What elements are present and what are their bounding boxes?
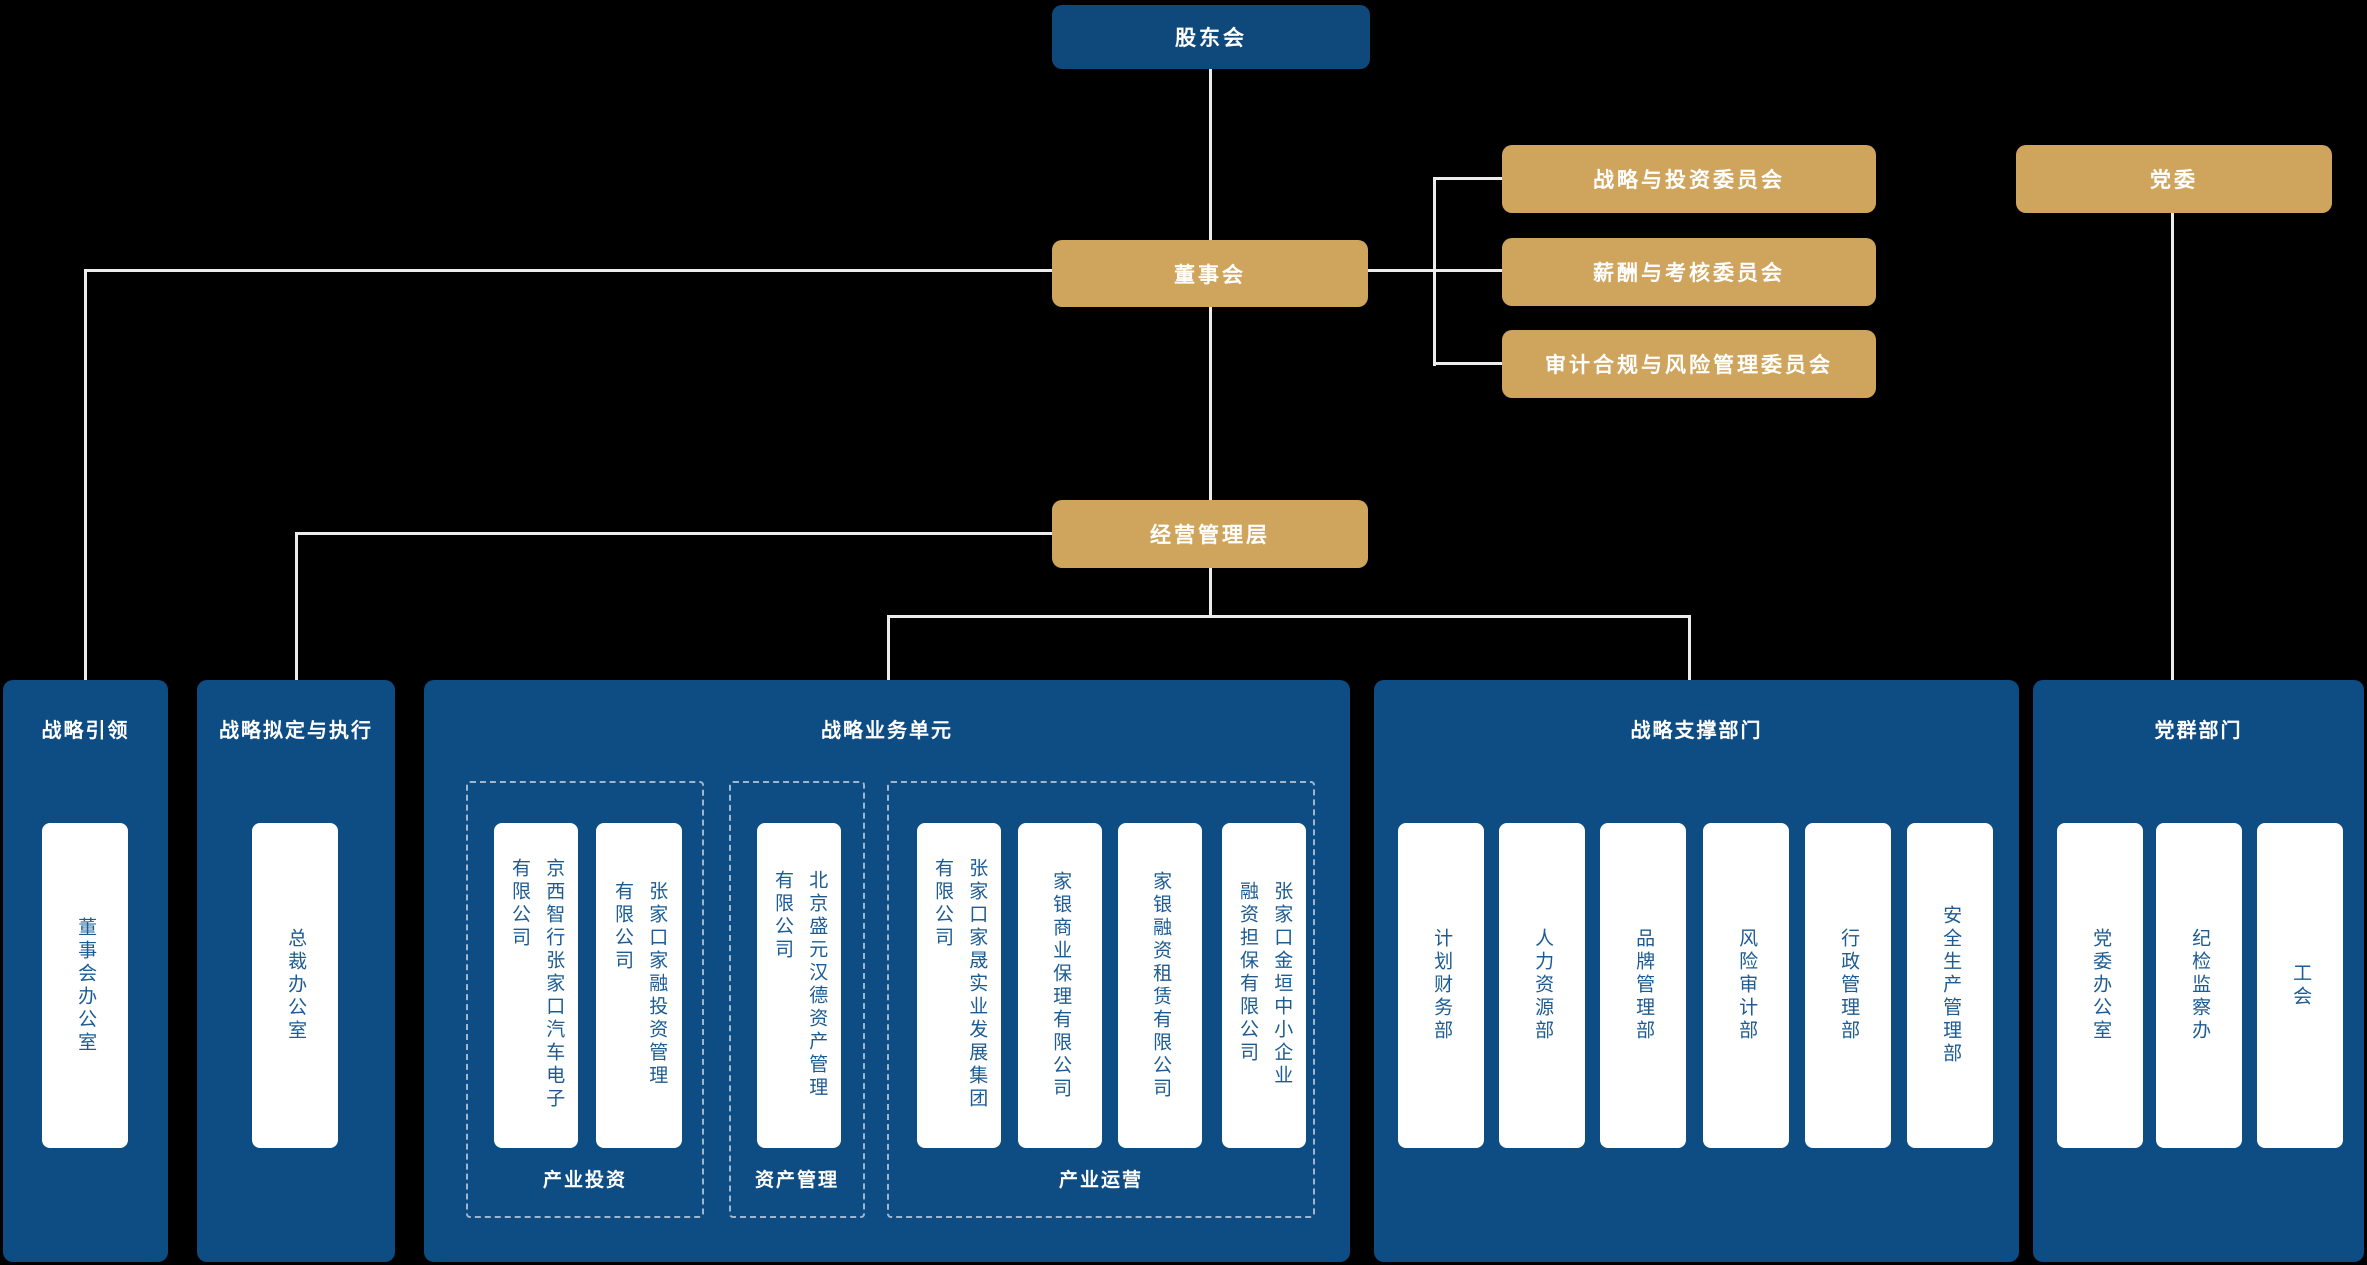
company-card: 北京盛元汉德资产管理有限公司 bbox=[757, 823, 841, 1148]
panel-strategic-leadership: 战略引领 董事会办公室 bbox=[3, 680, 168, 1262]
dept-card-label: 行政管理部 bbox=[1838, 928, 1860, 1043]
company-card-label: 北京盛元汉德资产管理有限公司 bbox=[772, 869, 828, 1100]
dept-card-label: 工会 bbox=[2290, 962, 2312, 1009]
connector-line bbox=[84, 269, 87, 680]
dept-card-label: 纪检监察办 bbox=[2189, 928, 2211, 1043]
shareholders-meeting-label: 股东会 bbox=[1175, 27, 1247, 50]
dept-card: 风险审计部 bbox=[1703, 823, 1789, 1148]
company-card: 张家口金垣中小企业融资担保有限公司 bbox=[1222, 823, 1306, 1148]
dept-card: 董事会办公室 bbox=[42, 823, 128, 1148]
panel-strategic-business-units: 战略业务单元 京西智行张家口汽车电子有限公司 张家口家融投资管理有限公司 产业投… bbox=[424, 680, 1350, 1262]
panel-strategy-formulation-execution: 战略拟定与执行 总裁办公室 bbox=[197, 680, 395, 1262]
connector-line bbox=[1433, 178, 1436, 366]
dept-card: 纪检监察办 bbox=[2156, 823, 2242, 1148]
committee-box-strategy-investment: 战略与投资委员会 bbox=[1502, 145, 1876, 213]
management-box: 经营管理层 bbox=[1052, 500, 1368, 568]
company-card: 张家口家晟实业发展集团有限公司 bbox=[917, 823, 1001, 1148]
connector-line bbox=[887, 615, 890, 680]
panel-title: 战略业务单元 bbox=[821, 720, 953, 742]
party-committee-box: 党委 bbox=[2016, 145, 2332, 213]
committee-label: 薪酬与考核委员会 bbox=[1593, 262, 1785, 285]
company-card-label: 家银商业保理有限公司 bbox=[1050, 870, 1072, 1101]
company-card-label: 家银融资租赁有限公司 bbox=[1150, 870, 1172, 1101]
company-card: 张家口家融投资管理有限公司 bbox=[596, 823, 682, 1148]
dept-card: 计划财务部 bbox=[1398, 823, 1484, 1148]
dept-card-label: 党委办公室 bbox=[2090, 928, 2112, 1043]
board-of-directors-box: 董事会 bbox=[1052, 240, 1368, 307]
group-industrial-investment: 京西智行张家口汽车电子有限公司 张家口家融投资管理有限公司 产业投资 bbox=[466, 781, 704, 1218]
dept-card-label: 人力资源部 bbox=[1532, 928, 1554, 1043]
company-card-label: 张家口金垣中小企业融资担保有限公司 bbox=[1237, 881, 1293, 1088]
connector-line bbox=[2171, 213, 2174, 680]
group-label: 产业投资 bbox=[542, 1170, 627, 1191]
panel-title: 战略引领 bbox=[41, 720, 130, 742]
dept-card: 安全生产管理部 bbox=[1907, 823, 1993, 1148]
group-asset-management: 北京盛元汉德资产管理有限公司 资产管理 bbox=[729, 781, 865, 1218]
connector-line bbox=[1433, 362, 1502, 365]
management-label: 经营管理层 bbox=[1150, 524, 1270, 547]
panel-title: 党群部门 bbox=[2154, 720, 2243, 742]
company-card: 京西智行张家口汽车电子有限公司 bbox=[494, 823, 578, 1148]
connector-line bbox=[887, 615, 1691, 618]
panel-strategic-support-departments: 战略支撑部门 计划财务部 人力资源部 品牌管理部 风险审计部 行政管理部 安全生… bbox=[1374, 680, 2019, 1262]
committee-label: 审计合规与风险管理委员会 bbox=[1545, 354, 1833, 377]
party-committee-label: 党委 bbox=[2150, 169, 2198, 192]
dept-card: 总裁办公室 bbox=[252, 823, 338, 1148]
company-card: 家银融资租赁有限公司 bbox=[1118, 823, 1202, 1148]
group-label: 产业运营 bbox=[1058, 1170, 1143, 1191]
dept-card: 党委办公室 bbox=[2057, 823, 2143, 1148]
company-card-label: 张家口家融投资管理有限公司 bbox=[612, 881, 668, 1088]
committee-label: 战略与投资委员会 bbox=[1593, 169, 1785, 192]
connector-line bbox=[1688, 615, 1691, 680]
dept-card-label: 风险审计部 bbox=[1736, 928, 1758, 1043]
dept-card-label: 董事会办公室 bbox=[75, 916, 97, 1055]
dept-card-label: 品牌管理部 bbox=[1633, 928, 1655, 1043]
group-label: 资产管理 bbox=[754, 1170, 839, 1191]
dept-card: 品牌管理部 bbox=[1600, 823, 1686, 1148]
connector-line bbox=[1209, 568, 1212, 617]
company-card-label: 京西智行张家口汽车电子有限公司 bbox=[509, 857, 565, 1111]
company-card: 家银商业保理有限公司 bbox=[1018, 823, 1102, 1148]
panel-party-mass-departments: 党群部门 党委办公室 纪检监察办 工会 bbox=[2033, 680, 2364, 1262]
company-card-label: 张家口家晟实业发展集团有限公司 bbox=[932, 857, 988, 1111]
board-of-directors-label: 董事会 bbox=[1174, 263, 1246, 287]
connector-line bbox=[1209, 69, 1212, 240]
committee-box-compensation-appraisal: 薪酬与考核委员会 bbox=[1502, 238, 1876, 306]
committee-box-audit-compliance-risk: 审计合规与风险管理委员会 bbox=[1502, 330, 1876, 398]
connector-line bbox=[1209, 307, 1212, 500]
connector-line bbox=[295, 532, 1052, 535]
dept-card-label: 计划财务部 bbox=[1431, 928, 1453, 1043]
panel-title: 战略拟定与执行 bbox=[219, 720, 373, 742]
dept-card-label: 总裁办公室 bbox=[285, 928, 307, 1043]
dept-card-label: 安全生产管理部 bbox=[1940, 905, 1962, 1066]
panel-title: 战略支撑部门 bbox=[1630, 720, 1763, 742]
dept-card: 人力资源部 bbox=[1499, 823, 1585, 1148]
group-industrial-operation: 张家口家晟实业发展集团有限公司 家银商业保理有限公司 家银融资租赁有限公司 张家… bbox=[887, 781, 1315, 1218]
shareholders-meeting-box: 股东会 bbox=[1052, 5, 1370, 69]
connector-line bbox=[1433, 177, 1502, 180]
connector-line bbox=[84, 269, 1052, 272]
connector-line bbox=[295, 532, 298, 680]
dept-card: 行政管理部 bbox=[1805, 823, 1891, 1148]
dept-card: 工会 bbox=[2257, 823, 2343, 1148]
